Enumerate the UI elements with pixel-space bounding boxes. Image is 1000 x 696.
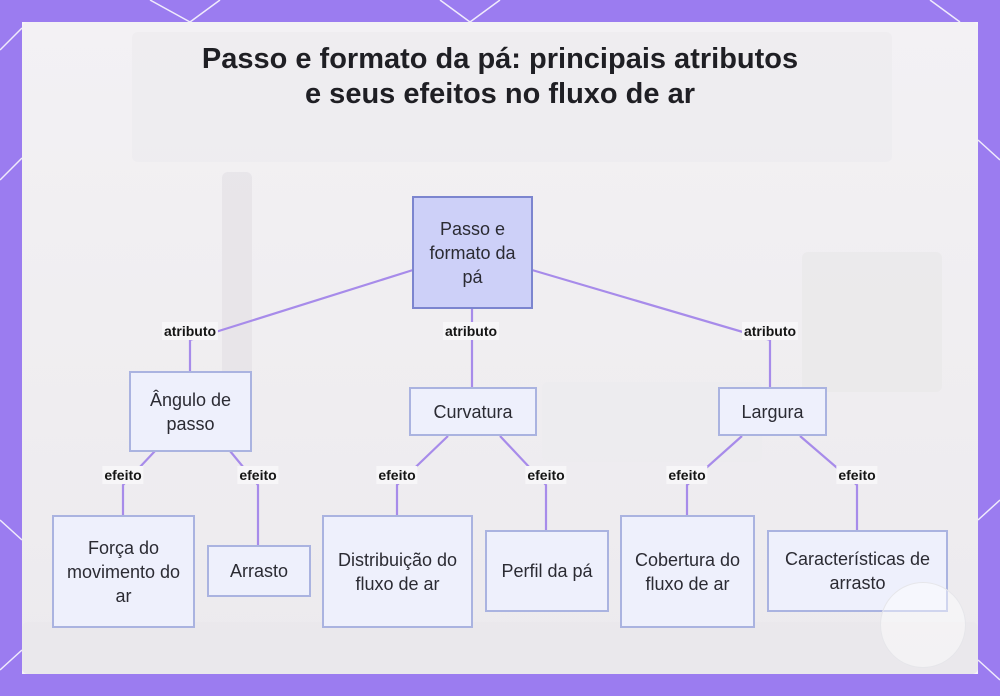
node-distribuicao: Distribuição do fluxo de ar bbox=[322, 515, 473, 628]
background-blur bbox=[132, 32, 892, 162]
background-blur bbox=[22, 622, 978, 674]
node-perfil-da-pa: Perfil da pá bbox=[485, 530, 609, 612]
background-blur bbox=[802, 252, 942, 392]
edge-label-atributo: atributo bbox=[741, 322, 799, 340]
node-root: Passo e formato da pá bbox=[412, 196, 533, 309]
edge-curvatura-perfil bbox=[499, 435, 548, 531]
edge-label-efeito: efeito bbox=[237, 466, 279, 484]
edge-label-efeito: efeito bbox=[525, 466, 567, 484]
edge-label-efeito: efeito bbox=[376, 466, 418, 484]
node-cobertura: Cobertura do fluxo de ar bbox=[620, 515, 755, 628]
node-curvatura: Curvatura bbox=[409, 387, 537, 436]
edge-curvatura-distribuicao bbox=[395, 435, 449, 516]
node-forca-do-movimento: Força do movimento do ar bbox=[52, 515, 195, 628]
edge-label-efeito: efeito bbox=[102, 466, 144, 484]
node-arrasto: Arrasto bbox=[207, 545, 311, 597]
edge-largura-cobertura bbox=[685, 435, 743, 516]
edge-label-atributo: atributo bbox=[161, 322, 219, 340]
edge-root-largura bbox=[531, 268, 772, 388]
edge-angulo-arrasto bbox=[229, 450, 260, 546]
edge-label-efeito: efeito bbox=[836, 466, 878, 484]
edge-largura-caracteristicas bbox=[799, 435, 859, 531]
edge-label-atributo: atributo bbox=[442, 322, 500, 340]
node-largura: Largura bbox=[718, 387, 827, 436]
edge-root-angulo bbox=[188, 268, 414, 372]
watermark-seal bbox=[880, 582, 966, 668]
edge-label-efeito: efeito bbox=[666, 466, 708, 484]
edge-angulo-forca bbox=[121, 450, 156, 516]
node-angulo-de-passo: Ângulo de passo bbox=[129, 371, 252, 452]
page-title: Passo e formato da pá: principais atribu… bbox=[201, 43, 799, 110]
